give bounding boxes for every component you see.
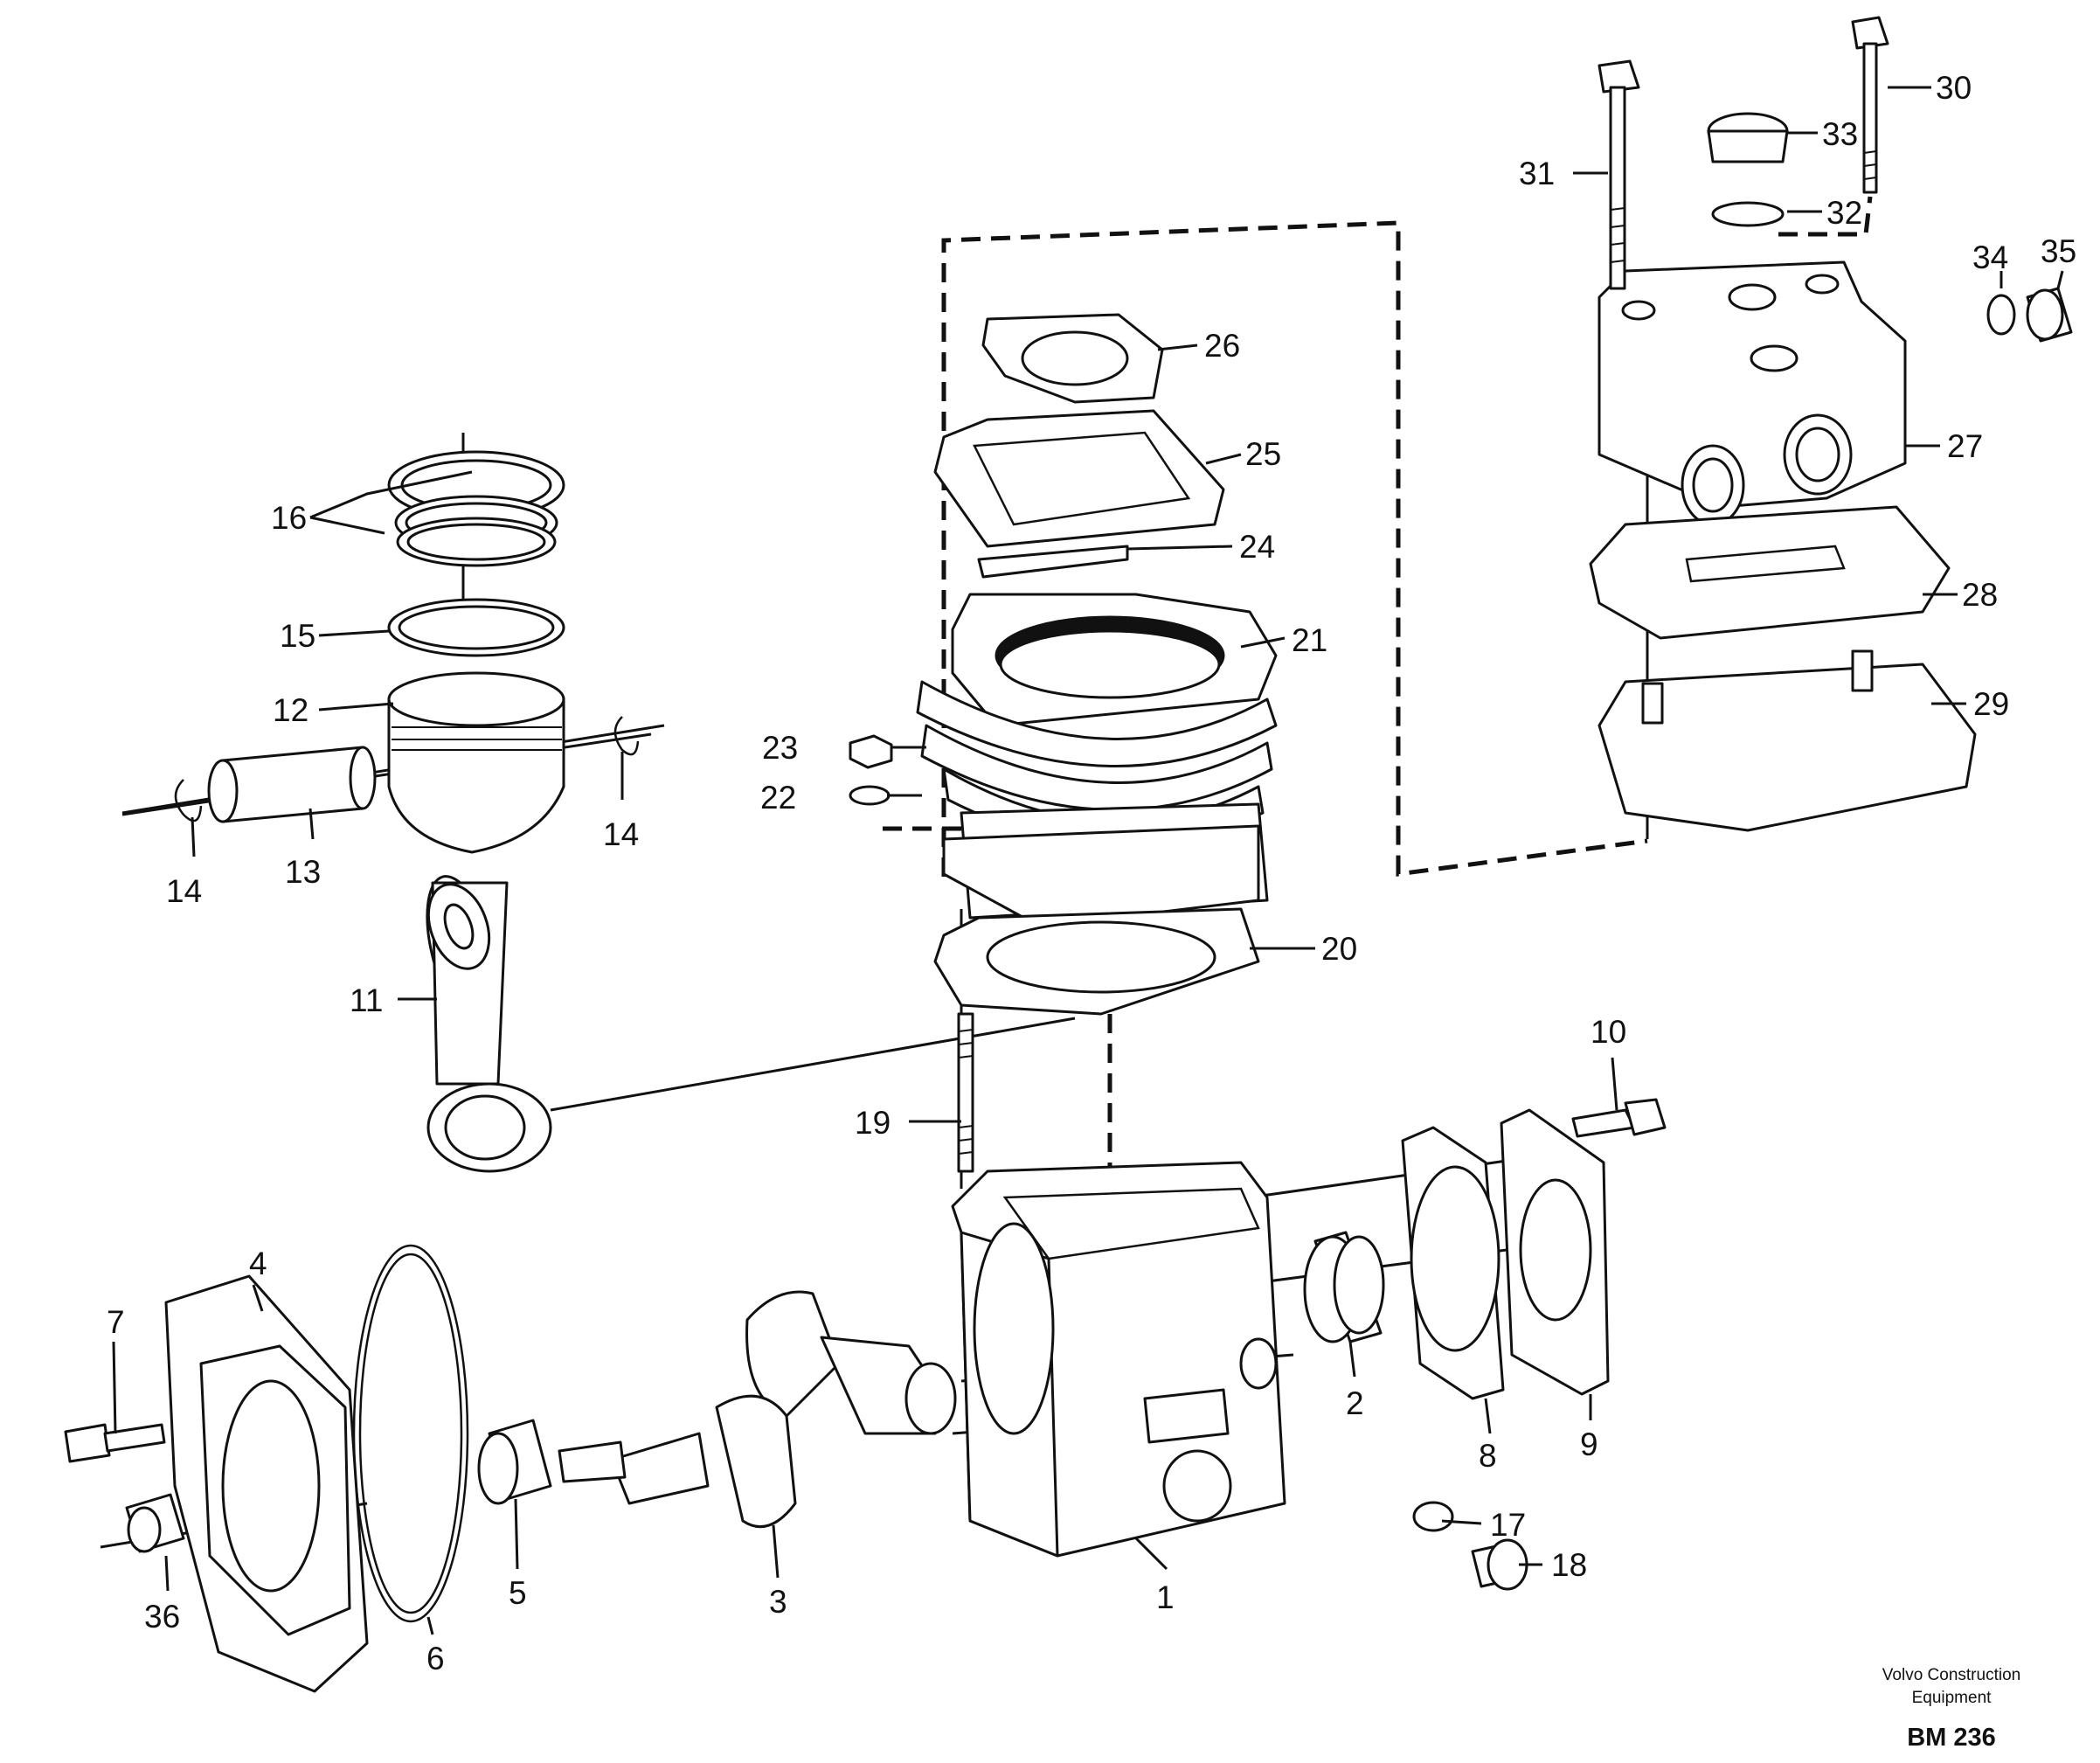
side-plug <box>1986 287 2073 343</box>
callout-10: 10 <box>1591 1014 1626 1050</box>
callout-33: 33 <box>1822 116 1858 152</box>
callout-5: 5 <box>509 1575 527 1611</box>
callout-14a: 14 <box>166 873 202 909</box>
callout-17: 17 <box>1490 1507 1526 1543</box>
piston <box>387 671 565 854</box>
callout-6: 6 <box>426 1641 445 1676</box>
callout-19: 19 <box>855 1105 891 1141</box>
piston-rings <box>387 450 565 657</box>
head-gasket <box>1589 505 1951 640</box>
callout-22: 22 <box>760 780 796 816</box>
callout-26: 26 <box>1204 328 1240 364</box>
cover-bolt <box>1571 1098 1667 1138</box>
callout-35: 35 <box>2041 233 2076 269</box>
callout-13: 13 <box>285 854 321 890</box>
callout-18: 18 <box>1551 1547 1587 1583</box>
circlips <box>174 716 640 823</box>
callout-23: 23 <box>762 730 798 766</box>
callout-24: 24 <box>1239 529 1275 565</box>
end-cover <box>164 1274 369 1693</box>
bearing-bush <box>1303 1231 1385 1343</box>
cylinder-head <box>1598 260 1907 526</box>
callout-34: 34 <box>1972 239 2008 275</box>
callout-28: 28 <box>1962 577 1998 613</box>
stud <box>957 1012 974 1173</box>
callout-36: 36 <box>144 1599 180 1635</box>
callout-30: 30 <box>1936 70 1972 106</box>
callout-8: 8 <box>1479 1438 1497 1474</box>
drawing-reference: BM 236 <box>1907 1724 1996 1752</box>
callout-21: 21 <box>1292 622 1327 658</box>
callout-12: 12 <box>273 692 308 728</box>
footer: Volvo Construction Equipment BM 236 <box>1882 1666 2020 1752</box>
callout-14b: 14 <box>603 816 639 852</box>
brand-line-1: Volvo Construction <box>1882 1666 2020 1684</box>
washer-screw <box>1412 1501 1528 1591</box>
callout-1: 1 <box>1156 1579 1175 1615</box>
piston-pin <box>207 746 377 823</box>
callout-15: 15 <box>280 618 315 654</box>
callout-11: 11 <box>350 982 383 1018</box>
cylinder <box>916 593 1278 928</box>
base-gasket <box>933 907 1260 1016</box>
connecting-rod <box>426 875 552 1173</box>
crankshaft <box>558 1290 957 1529</box>
callout-20: 20 <box>1321 931 1357 967</box>
front-bush <box>477 1419 552 1505</box>
callout-9: 9 <box>1580 1426 1598 1462</box>
crankcase <box>951 1161 1286 1558</box>
callout-7: 7 <box>107 1304 125 1340</box>
end-plug <box>125 1493 185 1553</box>
valve-plate <box>1598 649 1977 832</box>
callout-leaders <box>112 86 2064 1635</box>
side-cover <box>1500 1108 1610 1396</box>
callout-4: 4 <box>249 1246 267 1281</box>
callout-3: 3 <box>769 1584 787 1620</box>
nut-and-washer <box>849 734 893 806</box>
side-gasket <box>1401 1126 1505 1400</box>
cap-screw <box>64 1423 166 1463</box>
callout-27: 27 <box>1947 428 1983 464</box>
callout-2: 2 <box>1346 1385 1364 1421</box>
head-bolts <box>1598 16 1889 290</box>
top-plug <box>1707 112 1789 227</box>
callout-25: 25 <box>1245 436 1281 472</box>
callout-16: 16 <box>271 500 307 536</box>
callout-31: 31 <box>1519 156 1555 191</box>
cylinder-gaskets <box>933 313 1225 579</box>
callout-32: 32 <box>1826 195 1862 231</box>
o-ring <box>352 1244 469 1623</box>
callout-29: 29 <box>1973 686 2009 722</box>
callout-labels: 1 2 3 4 5 6 7 8 9 10 11 12 13 14 14 15 1… <box>107 70 2076 1676</box>
brand-line-2: Equipment <box>1912 1689 1993 1707</box>
